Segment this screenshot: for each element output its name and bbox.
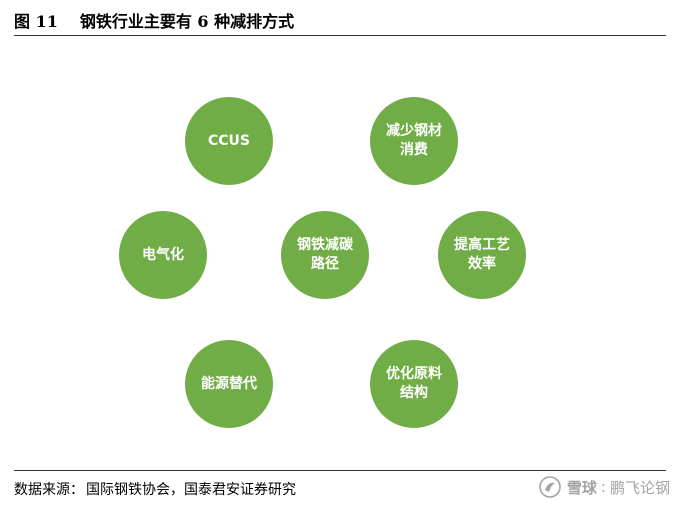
node-energy-substitution: 能源替代 <box>185 340 273 428</box>
watermark-author: 鹏飞论钢 <box>609 478 670 497</box>
node-raw-material-structure: 优化原料结构 <box>370 340 458 428</box>
watermark-separator: : <box>600 478 606 496</box>
source-text: 国际钢铁协会，国泰君安证券研究 <box>86 482 296 498</box>
node-process-efficiency: 提高工艺效率 <box>438 211 526 299</box>
node-reduce-steel-consumption: 减少钢材消费 <box>370 97 458 185</box>
node-electrification: 电气化 <box>119 211 207 299</box>
figure-title: 钢铁行业主要有 6 种减排方式 <box>79 12 295 31</box>
watermark-brand: 雪球 <box>566 478 597 497</box>
snowball-logo-icon <box>539 476 561 498</box>
source-note: 数据来源： 国际钢铁协会，国泰君安证券研究 <box>14 478 296 500</box>
node-ccus: CCUS <box>185 97 273 185</box>
figure-number: 图 11 <box>14 12 58 31</box>
header-divider <box>14 35 666 36</box>
figure-header: 图 11 钢铁行业主要有 6 种减排方式 <box>14 8 664 32</box>
node-center-steel-decarbonization: 钢铁减碳路径 <box>281 211 369 299</box>
source-label: 数据来源： <box>14 482 84 498</box>
xueqiu-watermark: 雪球 : 鹏飞论钢 <box>539 474 670 500</box>
footer-divider <box>14 470 666 471</box>
